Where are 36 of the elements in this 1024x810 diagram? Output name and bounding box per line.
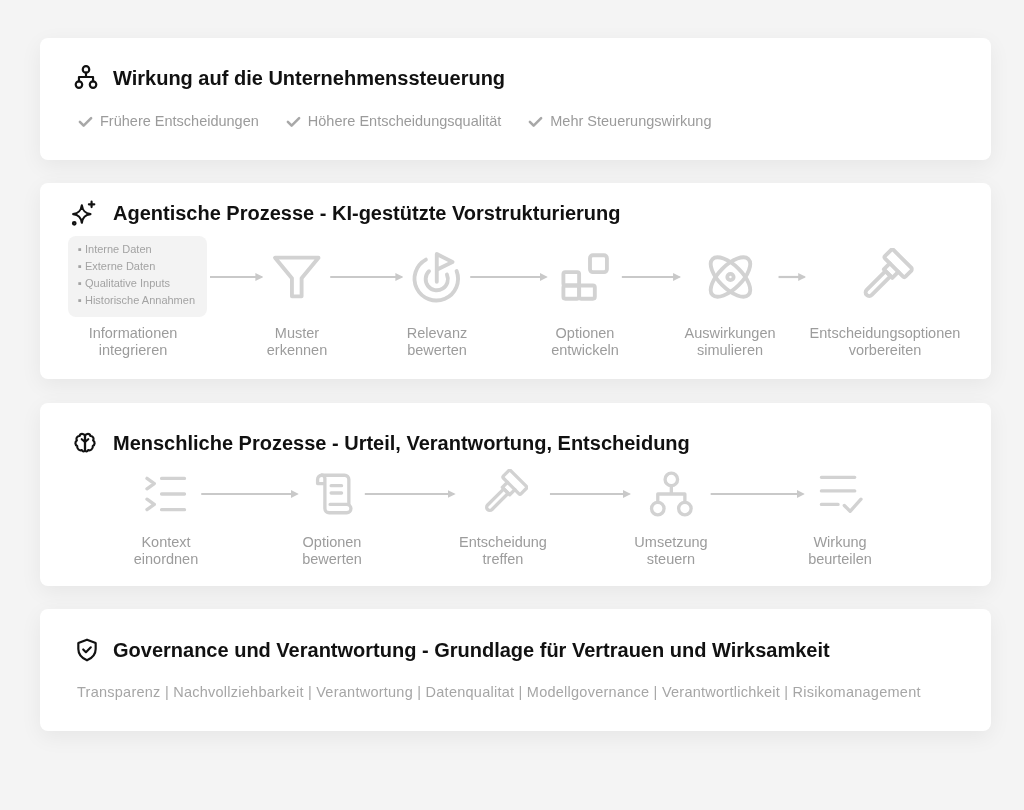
step-label: Kontext einordnen bbox=[133, 534, 199, 568]
benefit-label: Höhere Entscheidungsqualität bbox=[307, 113, 502, 130]
arrow bbox=[621, 273, 682, 281]
arrow bbox=[210, 273, 264, 281]
step-label: Muster erkennen bbox=[266, 325, 328, 359]
step-label: Optionen bewerten bbox=[302, 534, 362, 568]
panel-card bbox=[40, 403, 991, 586]
principles-text: Transparenz | Nachvollziehbarkeit | Verantwortung | Datenqualitat | Modellgovernance | Verantwortlichkeit | Risikomanagement bbox=[77, 684, 921, 701]
arrow bbox=[710, 490, 805, 498]
arrow bbox=[364, 490, 456, 498]
step-label: Entscheidungsoptionen vorbereiten bbox=[809, 325, 961, 359]
panel-heading: Agentische Prozesse - KI-gestützte Vorstrukturierung bbox=[113, 201, 621, 225]
bullet-item: ▪ Externe Daten bbox=[78, 259, 157, 274]
benefit-label: Mehr Steuerungswirkung bbox=[550, 113, 712, 130]
arrow bbox=[549, 490, 631, 498]
step-label: Informationen integrieren bbox=[88, 325, 178, 359]
benefit-label: Frühere Entscheidungen bbox=[100, 113, 259, 130]
step-label: Umsetzung steuern bbox=[634, 534, 708, 568]
step-label: Entscheidung treffen bbox=[459, 534, 547, 568]
step-label: Wirkung beurteilen bbox=[808, 534, 872, 568]
bullet-item: ▪ Interne Daten bbox=[78, 242, 153, 257]
panel-card bbox=[40, 183, 991, 379]
panel-card bbox=[40, 609, 991, 731]
panel-card bbox=[40, 38, 991, 160]
step-label: Relevanz bewerten bbox=[406, 325, 468, 359]
panel-heading: Menschliche Prozesse - Urteil, Verantwortung, Entscheidung bbox=[113, 431, 690, 455]
step-label: Optionen entwickeln bbox=[551, 325, 619, 359]
bullet-item: ▪ Historische Annahmen bbox=[78, 293, 196, 308]
arrow bbox=[330, 273, 404, 281]
panel-heading: Wirkung auf die Unternehmenssteuerung bbox=[113, 66, 506, 90]
arrow bbox=[778, 273, 807, 281]
panel-heading: Governance und Verantwortung - Grundlage für Vertrauen und Wirksamkeit bbox=[113, 638, 830, 662]
bullet-item: ▪ Qualitative Inputs bbox=[78, 276, 171, 291]
step-label: Auswirkungen simulieren bbox=[684, 325, 776, 359]
arrow bbox=[201, 490, 299, 498]
arrow bbox=[470, 273, 548, 281]
